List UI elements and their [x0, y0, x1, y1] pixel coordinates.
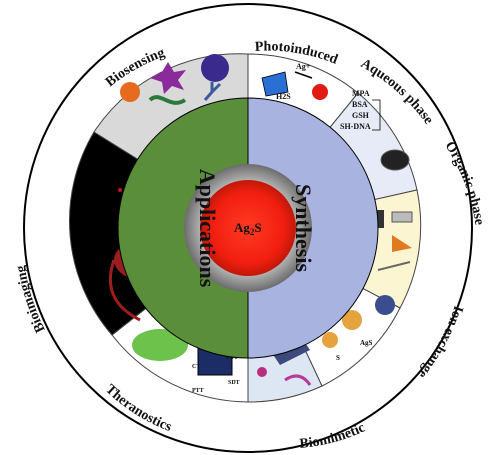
ag2s-core — [200, 180, 296, 276]
lattice-icon — [342, 310, 362, 330]
protein-icon — [148, 95, 187, 105]
antibody-icon — [203, 82, 222, 101]
thera-ct: CT — [192, 364, 200, 370]
aqueous-item-4: SH-DNA — [340, 122, 371, 131]
arrow-icon — [294, 71, 313, 79]
ion-s-label: S — [336, 354, 340, 362]
applications-half — [117, 97, 249, 359]
thera-pdt: PDT — [226, 355, 238, 361]
star-icon — [150, 62, 186, 94]
lattice-icon-3 — [322, 332, 338, 348]
synthesis-label: Synthesis — [291, 184, 316, 272]
bacteria-icon — [120, 82, 140, 102]
lattice-icon-2 — [375, 295, 395, 315]
photo-h2s-label: H2S — [276, 92, 291, 101]
nanocrystal-lattice-icon — [380, 149, 410, 171]
ion-ags-label: AgS — [360, 339, 373, 347]
thera-sdt: SDT — [228, 380, 240, 386]
aqueous-item-1: MPA — [352, 89, 370, 98]
synthesis-half — [247, 97, 379, 359]
nanoparticle-icon — [312, 84, 328, 100]
aqueous-item-2: BSA — [352, 100, 368, 109]
aqueous-item-3: GSH — [352, 111, 370, 120]
mouse-icon — [132, 329, 188, 361]
core-label: Ag2S — [234, 220, 262, 237]
photo-ag-label: Ag+ — [296, 62, 311, 71]
cell-icon — [201, 54, 229, 82]
thera-ptt: PTT — [192, 388, 204, 394]
worm-icon — [284, 374, 312, 386]
crystal-icon — [261, 71, 289, 97]
flask-icon — [391, 211, 413, 223]
syringe-icon — [377, 261, 411, 271]
applications-label: Applications — [195, 169, 220, 288]
cell-icon — [257, 367, 267, 377]
heater-icon — [392, 235, 412, 252]
